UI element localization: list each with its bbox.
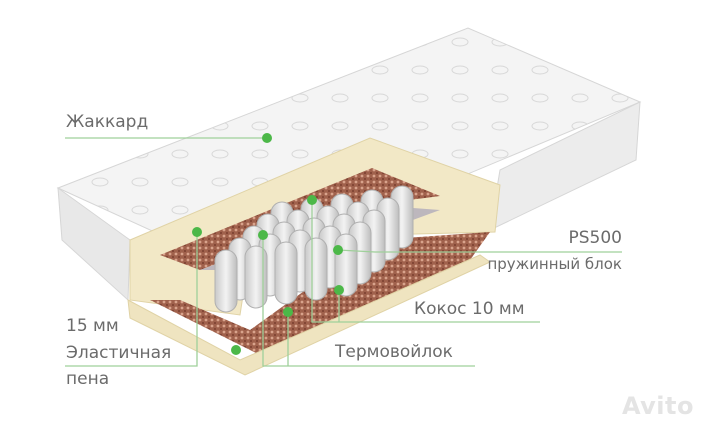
avito-watermark: Avito — [621, 392, 694, 420]
label-cover: Жаккард — [66, 112, 149, 132]
label-foam-line1: Эластичная — [66, 343, 172, 363]
label-felt: Термовойлок — [335, 342, 453, 362]
pocket-spring — [304, 237, 328, 301]
pocket-spring — [214, 249, 238, 313]
leader-lines — [65, 137, 622, 367]
label-spring-type: пружинный блок — [487, 255, 622, 273]
pocket-spring — [274, 241, 298, 305]
label-foam-line2: пена — [66, 369, 110, 389]
foam-bottom-layer — [127, 254, 491, 376]
label-spring-model: PS500 — [568, 228, 623, 248]
label-coconut: Кокос 10 мм — [414, 299, 525, 319]
label-foam-thickness: 15 мм — [66, 316, 119, 336]
pocket-spring — [244, 245, 268, 309]
pocket-springs — [214, 185, 414, 313]
callout-dots — [192, 133, 344, 355]
